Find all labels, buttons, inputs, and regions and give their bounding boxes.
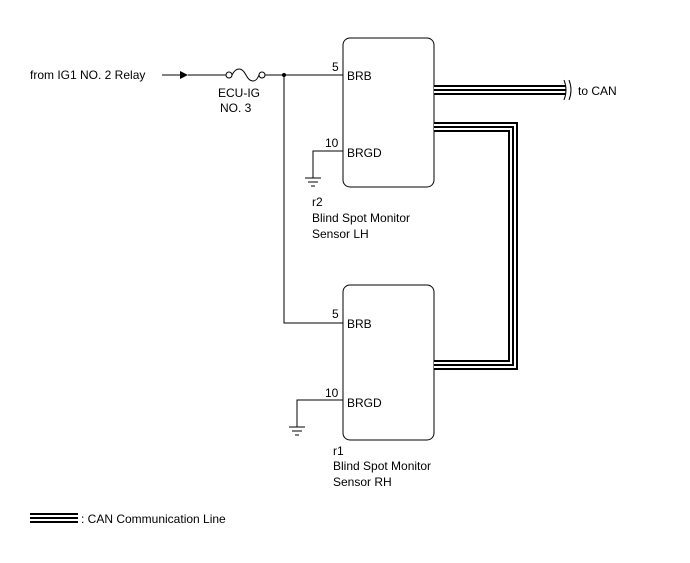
sensor-rh-connector: r1 bbox=[333, 444, 344, 458]
power-arrow-icon bbox=[162, 71, 226, 79]
sensor-lh-pin-brgd-number: 10 bbox=[325, 136, 339, 150]
ground-icon-rh bbox=[289, 426, 305, 436]
sensor-rh-pin-brgd-label: BRGD bbox=[347, 396, 382, 410]
sensor-lh-box bbox=[342, 37, 435, 188]
can-line-lh-rh bbox=[434, 122, 518, 370]
sensor-rh-pin-brgd-number: 10 bbox=[325, 386, 339, 400]
sensor-lh-name-line2: Sensor LH bbox=[312, 227, 369, 241]
sensor-rh-pin-brb-label: BRB bbox=[347, 317, 372, 331]
break-mark-icon bbox=[563, 79, 572, 101]
power-wire-rh bbox=[283, 75, 343, 324]
sensor-lh-pin-brgd-label: BRGD bbox=[347, 146, 382, 160]
fuse-name-line1: ECU-IG bbox=[218, 86, 260, 100]
fuse-name-line2: NO. 3 bbox=[220, 101, 252, 115]
sensor-lh-pin-brb-label: BRB bbox=[347, 69, 372, 83]
sensor-lh-name-line1: Blind Spot Monitor bbox=[312, 211, 410, 225]
legend-label: : CAN Communication Line bbox=[81, 512, 226, 526]
ground-wire-rh bbox=[296, 399, 343, 427]
sensor-rh-box bbox=[342, 284, 435, 441]
can-output-label: to CAN bbox=[578, 84, 617, 98]
sensor-rh-pin-brb-number: 5 bbox=[332, 307, 339, 321]
power-source-label: from IG1 NO. 2 Relay bbox=[30, 68, 145, 82]
sensor-lh-connector: r2 bbox=[312, 195, 323, 209]
ground-wire-lh bbox=[312, 150, 343, 178]
fuse-icon bbox=[225, 68, 266, 82]
sensor-lh-pin-brb-number: 5 bbox=[332, 60, 339, 74]
sensor-rh-name-line1: Blind Spot Monitor bbox=[333, 459, 431, 473]
ground-icon-lh bbox=[305, 177, 321, 187]
sensor-rh-name-line2: Sensor RH bbox=[333, 475, 392, 489]
